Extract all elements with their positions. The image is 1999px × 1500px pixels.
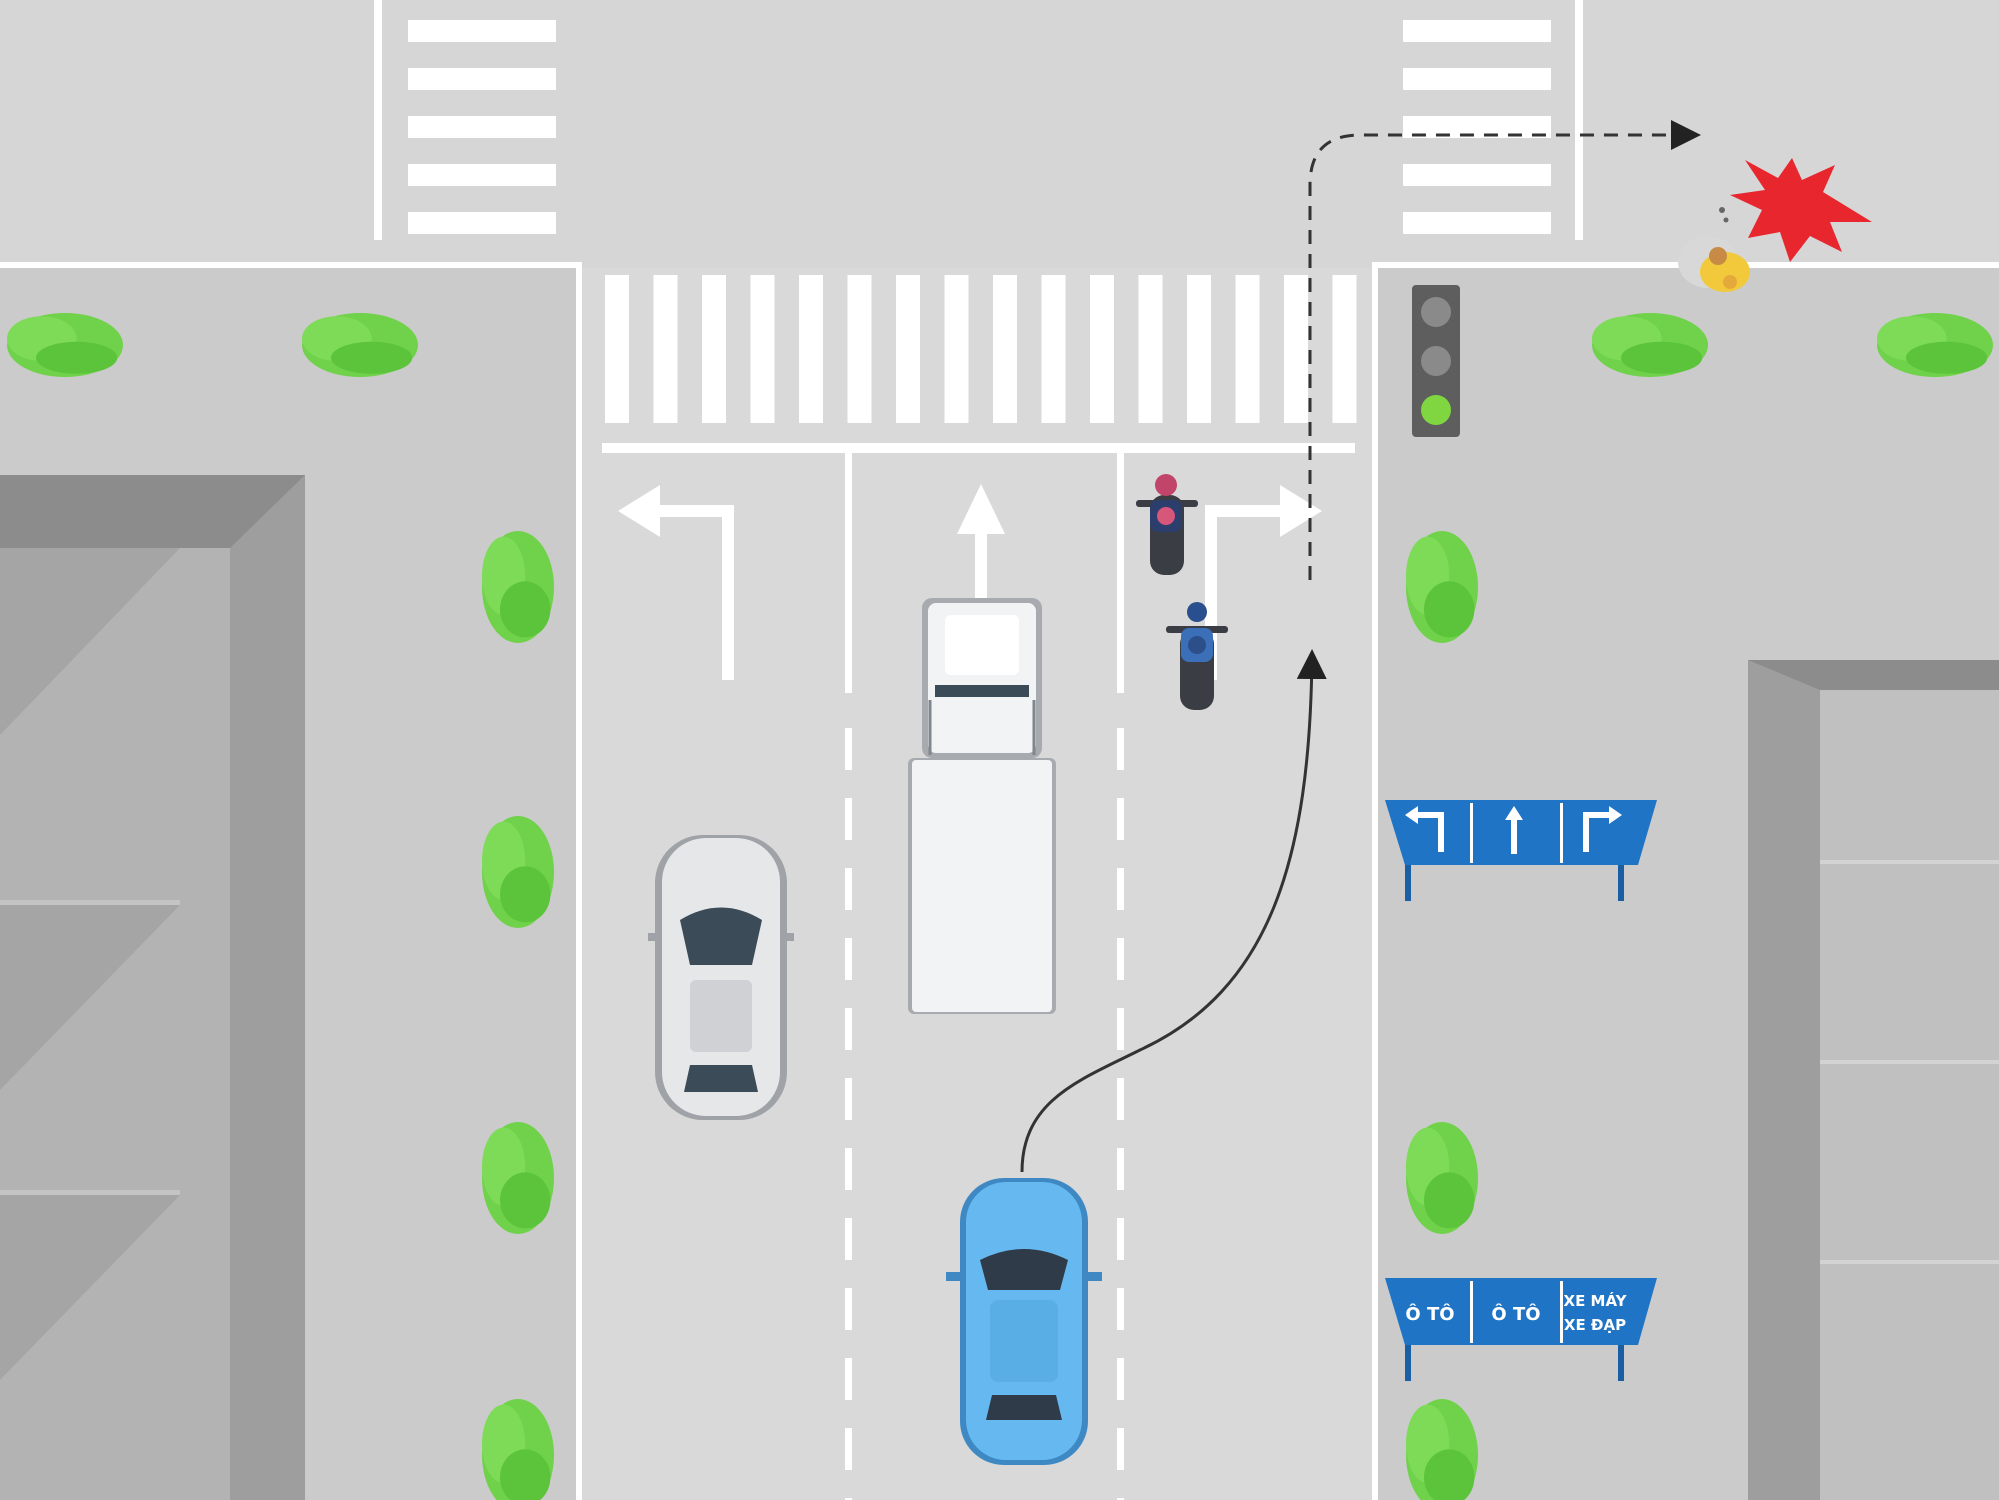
tree-icon xyxy=(7,313,123,377)
lane-dash xyxy=(1117,1428,1124,1470)
crash-burst-icon xyxy=(1730,158,1872,262)
tree-icon xyxy=(482,1399,554,1500)
lane-dash xyxy=(845,938,852,980)
lane-dash xyxy=(1117,1288,1124,1330)
lane-dash xyxy=(845,1498,852,1500)
tree-icon xyxy=(1406,1399,1478,1500)
sign-lane2-label: Ô TÔ xyxy=(1491,1303,1540,1325)
crosswalk-stripe xyxy=(1235,275,1260,423)
sign-arrow-straight-icon xyxy=(1505,806,1523,854)
crosswalk-stripe xyxy=(1041,275,1066,423)
white-truck xyxy=(908,598,1056,1014)
crosswalk-stripe xyxy=(1284,275,1308,423)
cross-street xyxy=(0,0,1999,268)
lane-dash xyxy=(845,868,852,910)
left-curb-vertical xyxy=(576,262,582,1500)
tree-icon xyxy=(302,313,418,377)
lane-divider-solid-2 xyxy=(1117,453,1124,693)
tree-icon xyxy=(1877,313,1993,377)
sign-lane3-label-line2: XE ĐẠP xyxy=(1564,1316,1626,1334)
sign-lane3-label-line1: XE MÁY xyxy=(1564,1291,1628,1310)
blue-car xyxy=(946,1178,1102,1465)
lane-direction-sign xyxy=(1385,800,1657,901)
lane-dash xyxy=(845,798,852,840)
tree-icon xyxy=(1592,313,1708,377)
crosswalk-stripe xyxy=(1090,275,1114,423)
crosswalk-stripe xyxy=(1187,275,1211,423)
pedestrian-icon xyxy=(1678,207,1750,292)
lane-dash xyxy=(845,1288,852,1330)
stop-line xyxy=(602,443,1355,453)
lane-dash xyxy=(845,1358,852,1400)
lane-vehicle-sign: Ô TÔ Ô TÔ XE MÁY XE ĐẠP xyxy=(1385,1278,1657,1381)
lane-dash xyxy=(1117,1008,1124,1050)
lane-dash xyxy=(1117,1218,1124,1260)
main-crosswalk xyxy=(605,275,1357,423)
crosswalk-stripe xyxy=(896,275,920,423)
motorbike-1-helmet xyxy=(1157,507,1175,525)
crosswalk-stripe xyxy=(653,275,678,423)
crosswalk-stripe xyxy=(605,275,629,423)
tree-icon xyxy=(1406,1122,1478,1234)
lane-dash xyxy=(1117,868,1124,910)
tree-icon xyxy=(482,816,554,928)
lane-dash xyxy=(845,1148,852,1190)
silver-car xyxy=(648,835,794,1120)
turn-dashed-path xyxy=(1308,120,1701,580)
tree-icon xyxy=(482,531,554,643)
crosswalk-stripe xyxy=(847,275,872,423)
lane-arrow-left xyxy=(618,485,734,680)
top-right-crosswalk xyxy=(1403,0,1583,240)
lane-dash xyxy=(845,1008,852,1050)
motorbike-2 xyxy=(1166,602,1228,710)
crosswalk-stripe xyxy=(799,275,823,423)
sign-arrow-right-icon xyxy=(1583,806,1622,852)
lane-dash xyxy=(1117,938,1124,980)
motorbike-1 xyxy=(1136,474,1198,575)
trees xyxy=(7,313,1993,1500)
lane-dash xyxy=(1117,1148,1124,1190)
lane-dash xyxy=(845,1218,852,1260)
lane-dash xyxy=(845,728,852,770)
sign-arrow-left-icon xyxy=(1405,806,1444,852)
lane-dash xyxy=(845,1078,852,1120)
lane-dash xyxy=(845,1428,852,1470)
lane-divider-dashes xyxy=(845,728,1124,1500)
crosswalk-stripe xyxy=(750,275,775,423)
crosswalk-stripe xyxy=(1138,275,1163,423)
lane-dash xyxy=(1117,1358,1124,1400)
lane-divider-solid-1 xyxy=(845,453,852,693)
right-curb-vertical xyxy=(1372,262,1378,1500)
traffic-light-icon xyxy=(1412,285,1460,437)
sign-lane1-label: Ô TÔ xyxy=(1405,1303,1454,1325)
tree-icon xyxy=(1406,531,1478,643)
lane-dash xyxy=(1117,1078,1124,1120)
crosswalk-stripe xyxy=(944,275,969,423)
left-curb xyxy=(0,262,582,268)
lane-dash xyxy=(1117,728,1124,770)
lane-dash xyxy=(1117,1498,1124,1500)
blue-car-path xyxy=(1020,649,1327,1173)
left-building xyxy=(0,475,305,1500)
crosswalk-stripe xyxy=(1332,275,1357,423)
right-building xyxy=(1748,660,1999,1500)
crosswalk-stripe xyxy=(702,275,726,423)
top-left-crosswalk xyxy=(374,0,556,240)
crosswalk-stripe xyxy=(993,275,1017,423)
tree-icon xyxy=(482,1122,554,1234)
lane-dash xyxy=(1117,798,1124,840)
